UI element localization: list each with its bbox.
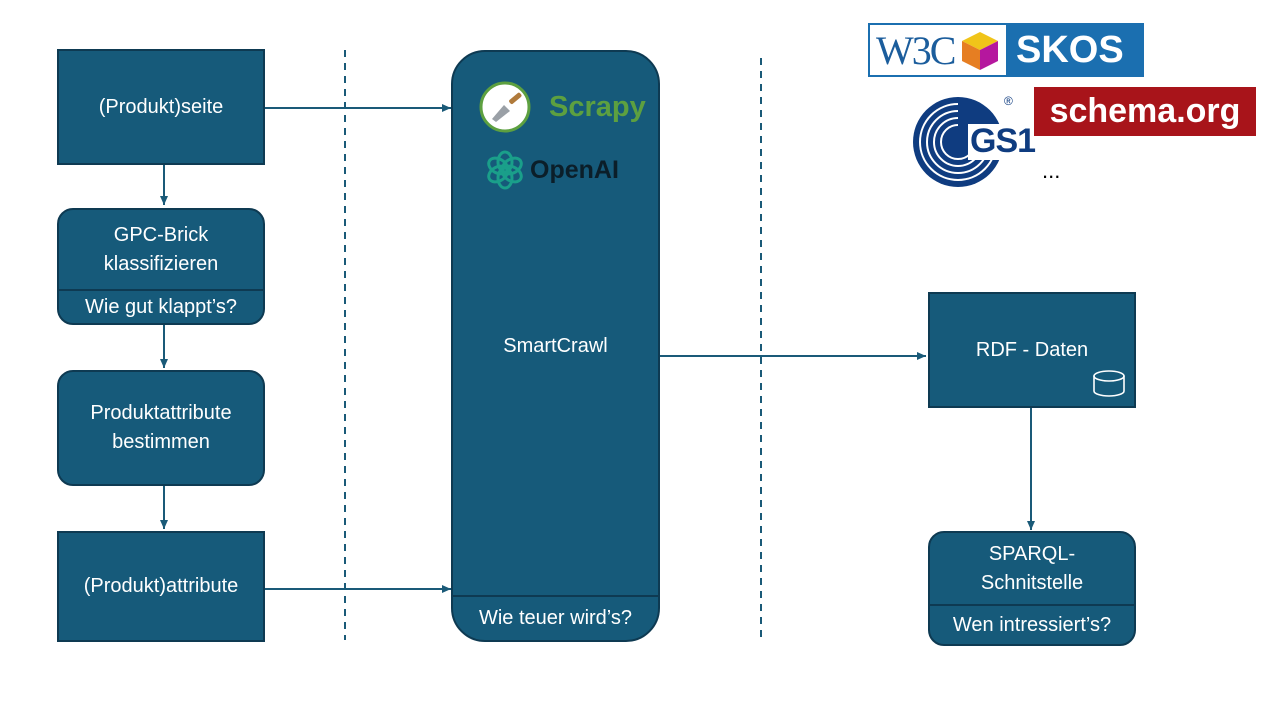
node-produktseite: (Produkt)seite xyxy=(57,49,265,165)
gs1-wordmark: GS1 xyxy=(970,122,1036,160)
schema-org-wordmark: schema.org xyxy=(1049,92,1241,130)
scrapy-wordmark: Scrapy xyxy=(549,90,646,123)
node-gpc-brick-label: GPC-Brick klassifizieren xyxy=(103,223,219,275)
node-gpc-brick: GPC-Brick klassifizieren Wie gut klappt’… xyxy=(57,208,265,325)
node-produktattribute: (Produkt)attribute xyxy=(57,531,265,642)
node-produktattribute-bestimmen-label: Produktattribute bestimmen xyxy=(90,402,232,453)
w3c-wordmark: W3C xyxy=(876,27,956,73)
node-rdf-daten: RDF - Daten xyxy=(928,292,1136,408)
node-produktattribute-label: (Produkt)attribute xyxy=(83,575,239,597)
node-sparql: SPARQL- Schnitstelle Wen intressiert’s? xyxy=(928,531,1136,646)
database-icon xyxy=(1093,370,1125,397)
cube-icon xyxy=(962,32,999,70)
skos-wordmark: SKOS xyxy=(1016,28,1124,71)
node-produktseite-label: (Produkt)seite xyxy=(98,95,224,118)
spatula-icon xyxy=(479,81,531,133)
node-sparql-label: SPARQL- Schnitstelle xyxy=(980,542,1084,594)
openai-wordmark: OpenAI xyxy=(530,155,619,184)
w3c-skos-logo: W3C SKOS xyxy=(868,23,1144,77)
node-smartcrawl-question: Wie teuer wird’s? xyxy=(453,595,658,640)
openai-logo: OpenAI xyxy=(485,150,619,190)
schema-org-logo: schema.org xyxy=(1034,87,1256,136)
node-gpc-brick-question: Wie gut klappt’s? xyxy=(59,289,263,323)
node-sparql-question: Wen intressiert’s? xyxy=(930,604,1134,644)
node-produktattribute-bestimmen: Produktattribute bestimmen xyxy=(57,370,265,486)
gs1-registered-mark: ® xyxy=(1004,94,1013,108)
node-smartcrawl-label: SmartCrawl xyxy=(503,335,608,357)
node-smartcrawl: Scrapy OpenAI SmartCrawl Wie teuer wird’… xyxy=(451,50,660,642)
gs1-logo: GS1 ® xyxy=(912,94,1036,190)
scrapy-logo: Scrapy xyxy=(479,81,646,133)
more-logos-ellipsis: ... xyxy=(1042,158,1061,183)
openai-knot-icon xyxy=(487,150,523,190)
node-rdf-daten-label: RDF - Daten xyxy=(975,338,1089,361)
gs1-rings-icon xyxy=(913,97,1018,187)
